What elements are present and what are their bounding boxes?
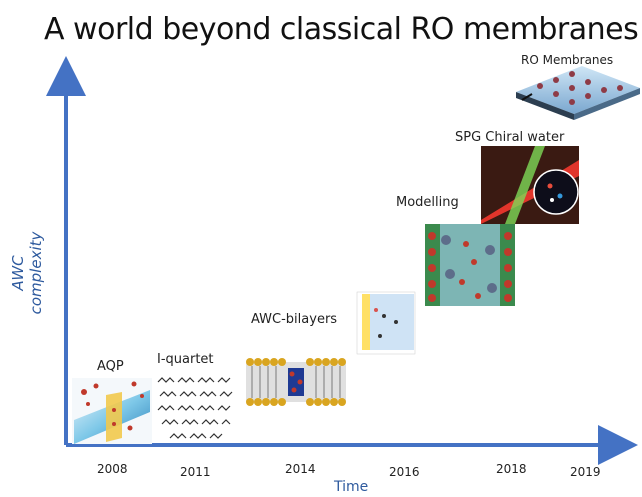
chiral-water-spg-image bbox=[481, 146, 579, 224]
lipid-bilayer-image bbox=[246, 358, 346, 406]
milestone-label-modelling: Modelling bbox=[396, 195, 459, 210]
small-plot-image bbox=[356, 291, 416, 355]
ro-membrane-image bbox=[516, 66, 640, 120]
year-tick-2014: 2014 bbox=[285, 462, 316, 476]
year-tick-2011: 2011 bbox=[180, 465, 211, 479]
year-tick-2019: 2019 bbox=[570, 465, 601, 479]
milestone-label-aqp: AQP bbox=[97, 359, 124, 374]
molecular-model-image bbox=[425, 224, 515, 306]
milestone-label-spg-chiral-water: SPG Chiral water bbox=[455, 130, 565, 145]
year-tick-2016: 2016 bbox=[389, 465, 420, 479]
x-axis-title: Time bbox=[334, 479, 369, 495]
milestone-label-awc-bilayers: AWC-bilayers bbox=[251, 312, 338, 327]
milestone-label-ro-membranes: RO Membranes bbox=[521, 53, 614, 67]
slide-title: A world beyond classical RO membranes bbox=[44, 12, 639, 47]
milestone-label-i-quartet: I-quartet bbox=[157, 352, 214, 367]
aquaporin-channel-image bbox=[72, 378, 152, 444]
year-tick-2008: 2008 bbox=[97, 462, 128, 476]
year-tick-2018: 2018 bbox=[496, 462, 527, 476]
i-quartet-lattice-image bbox=[157, 377, 233, 439]
y-axis-title: AWC complexity bbox=[9, 231, 45, 315]
